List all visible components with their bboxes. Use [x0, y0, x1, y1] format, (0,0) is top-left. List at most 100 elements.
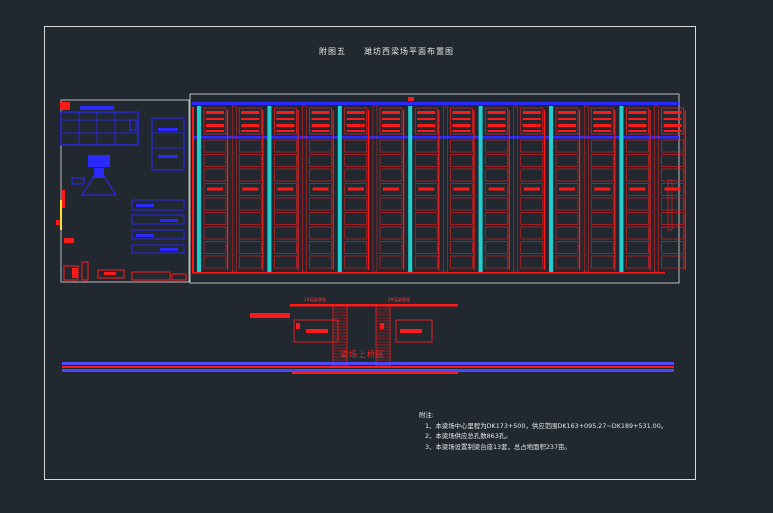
cad-mark: [590, 197, 614, 211]
cad-mark: [414, 241, 438, 254]
cad-mark: [558, 124, 576, 127]
cad-mark: [555, 107, 579, 135]
cad-mark: [555, 168, 579, 182]
cad-mark: [661, 183, 684, 196]
cad-mark: [629, 187, 646, 191]
cad-mark: [311, 111, 330, 114]
cad-mark: [203, 154, 227, 167]
cad-mark: [241, 111, 260, 114]
cad-mark: [276, 111, 295, 114]
cad-mark: [452, 124, 471, 127]
cad-mark: [227, 110, 229, 270]
cad-mark: [450, 168, 473, 182]
cad-mark: [614, 110, 616, 270]
cad-mark: [274, 183, 297, 196]
cad-mark: [297, 110, 299, 270]
cad-mark: [579, 110, 581, 270]
cad-mark: [594, 187, 611, 191]
cad-mark: [379, 139, 403, 153]
cad-mark: [663, 130, 682, 132]
cad-mark: [414, 197, 438, 211]
cad-mark: [379, 154, 403, 167]
cad-mark: [344, 226, 368, 240]
cad-mark: [583, 105, 589, 273]
cad-mark: [344, 154, 368, 167]
cad-mark: [485, 139, 508, 153]
cad-mark: [276, 118, 295, 120]
cad-mark: [473, 110, 475, 270]
cad-mark: [346, 130, 365, 132]
office-area: [56, 99, 190, 283]
cad-mark: [450, 226, 473, 240]
cad-mark: [626, 107, 649, 135]
cad-mark: [661, 255, 684, 269]
cad-mark: [549, 106, 553, 272]
cad-mark: [628, 111, 647, 114]
cad-mark: [661, 154, 684, 167]
cad-mark: [238, 154, 262, 167]
cad-mark: [346, 111, 365, 114]
cad-mark: [450, 107, 473, 135]
cad-mark: [513, 105, 519, 273]
cad-mark: [452, 118, 471, 120]
cad-mark: [274, 241, 297, 254]
cad-mark: [408, 106, 413, 272]
cad-mark: [344, 168, 368, 182]
cad-mark: [487, 130, 506, 132]
cad-mark: [344, 183, 368, 196]
cad-mark: [346, 124, 365, 127]
cad-mark: [590, 212, 614, 225]
cad-mark: [238, 107, 262, 135]
cad-mark: [590, 154, 614, 167]
loading-area: [62, 304, 674, 374]
loading-area-label: 梁场上桥区: [340, 350, 385, 359]
cad-mark: [238, 183, 262, 196]
cad-mark: [485, 183, 508, 196]
cad-mark: [590, 241, 614, 254]
cad-mark: [309, 255, 332, 269]
cad-mark: [241, 130, 260, 132]
cad-mark: [520, 107, 544, 135]
cad-mark: [238, 241, 262, 254]
cad-mark: [590, 139, 614, 153]
cad-mark: [522, 118, 541, 120]
cad-mark: [337, 106, 342, 272]
cad-mark: [311, 118, 330, 120]
cad-mark: [203, 255, 227, 269]
cad-mark: [452, 130, 471, 132]
cad-mark: [654, 105, 659, 273]
cad-mark: [450, 241, 473, 254]
cad-mark: [522, 130, 541, 132]
cad-mark: [628, 118, 647, 120]
cad-mark: [414, 183, 438, 196]
cad-mark: [203, 226, 227, 240]
cad-mark: [274, 212, 297, 225]
cad-mark: [555, 139, 579, 153]
cad-mark: [520, 226, 544, 240]
cad-mark: [593, 130, 612, 132]
drawing-frame: [44, 26, 696, 480]
cad-mark: [372, 105, 378, 273]
cad-mark: [487, 118, 506, 120]
cad-mark: [238, 197, 262, 211]
cad-mark: [403, 110, 405, 270]
cad-mark: [450, 255, 473, 269]
cad-mark: [417, 118, 436, 120]
cad-mark: [344, 139, 368, 153]
cad-mark: [593, 111, 612, 114]
cad-mark: [379, 168, 403, 182]
cad-mark: [626, 168, 649, 182]
cad-mark: [311, 130, 330, 132]
cad-mark: [559, 187, 575, 191]
cad-mark: [558, 118, 576, 120]
cad-mark: [661, 212, 684, 225]
cad-mark: [274, 154, 297, 167]
cad-mark: [661, 168, 684, 182]
cad-mark: [485, 255, 508, 269]
cad-mark: [382, 118, 400, 120]
cad-mark: [555, 197, 579, 211]
cad-mark: [344, 212, 368, 225]
cad-mark: [485, 226, 508, 240]
